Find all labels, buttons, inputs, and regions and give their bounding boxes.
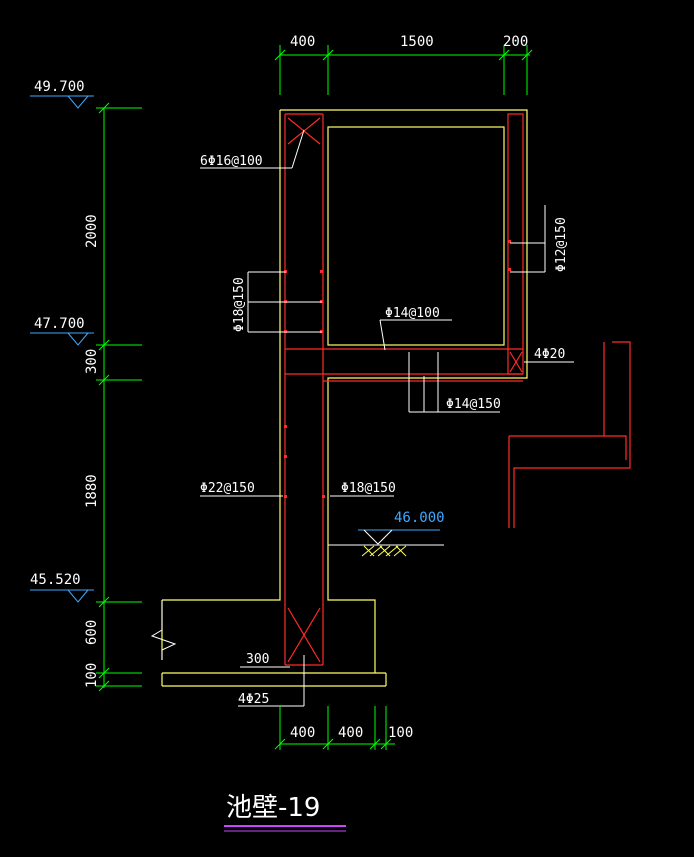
bottom-dim-2: 400 [338, 725, 363, 741]
leader-lines [200, 129, 574, 707]
anno-wall-outer-bars: Φ22@150 [200, 481, 255, 496]
anno-left-wall-top-bars: Φ18@150 [232, 277, 247, 332]
anno-footing-bars: 4Φ25 [238, 692, 269, 707]
anno-corner-bars-top: 6Φ16@100 [200, 154, 263, 169]
break-line-icon [150, 600, 177, 660]
level-marker-47700 [30, 332, 94, 346]
top-dim-2: 1500 [400, 34, 434, 50]
vert-dim-300: 300 [84, 349, 100, 374]
top-dimension-chain [274, 45, 533, 95]
anno-right-wall-bars: Φ12@150 [554, 217, 569, 272]
anno-corner-bars-right: 4Φ20 [534, 347, 565, 362]
level-marker-45520 [30, 589, 94, 603]
level-45520-label: 45.520 [30, 572, 81, 588]
anno-slab-bottom-bars: Φ14@150 [446, 397, 501, 412]
ground-level-marker [328, 529, 444, 557]
bottom-dimension-chain [274, 706, 395, 750]
vert-dim-100: 100 [84, 663, 100, 688]
bottom-dim-1: 400 [290, 725, 315, 741]
top-dim-1: 400 [290, 34, 315, 50]
vertical-dimension-chain [96, 102, 142, 692]
anno-wall-inner-bars: Φ18@150 [341, 481, 396, 496]
level-49700-label: 49.700 [34, 79, 85, 95]
rebar-layout [284, 113, 631, 666]
rebar-dots [284, 240, 511, 498]
drawing-title: 池壁-19 [226, 793, 320, 823]
level-47700-label: 47.700 [34, 316, 85, 332]
ground-level-label: 46.000 [394, 510, 445, 526]
bottom-dim-3: 100 [388, 725, 413, 741]
top-dim-3: 200 [503, 34, 528, 50]
vert-dim-1880: 1880 [84, 474, 100, 508]
vert-dim-2000: 2000 [84, 214, 100, 248]
level-marker-49700 [30, 95, 94, 109]
concrete-outline [161, 109, 528, 687]
vert-dim-600: 600 [84, 620, 100, 645]
anno-slab-top-bars: Φ14@100 [385, 306, 440, 321]
anno-footing-dim: 300 [246, 652, 269, 667]
